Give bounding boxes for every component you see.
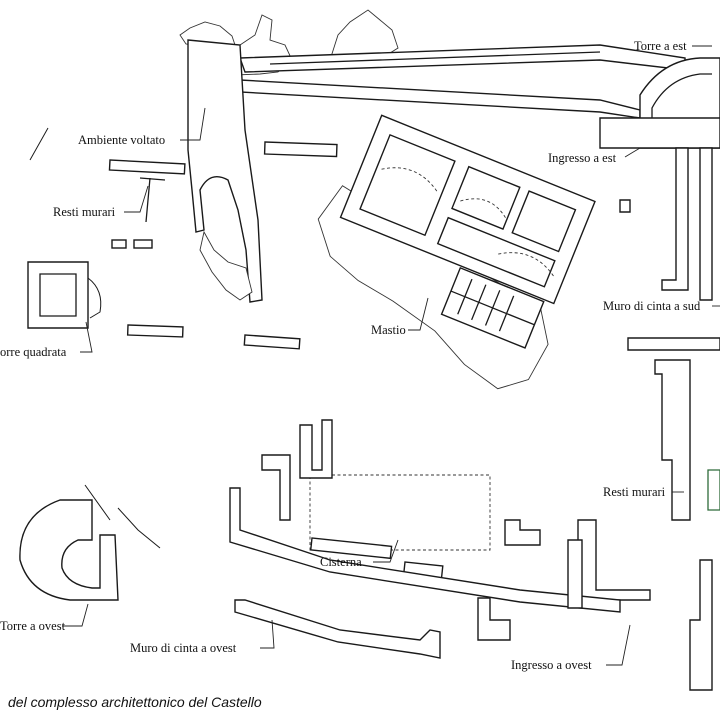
keep-vault-1	[381, 167, 438, 192]
wall-segment-2	[263, 141, 338, 158]
leader-mastio	[408, 297, 429, 331]
south-east-wall-l	[654, 359, 691, 521]
resti-murari-east	[577, 519, 651, 601]
north-wall-inner	[269, 51, 601, 65]
hatch-line-west	[29, 127, 49, 161]
square-tower	[27, 261, 89, 329]
leader-ingresso-est	[624, 147, 641, 158]
label-resti-murari-1: Resti murari	[53, 205, 116, 219]
cistern-outline	[309, 474, 491, 551]
keep-room-1	[359, 133, 456, 237]
resti-murari-wall-1	[139, 177, 166, 223]
wall-segment-6	[133, 239, 153, 249]
keep-vault-2	[460, 198, 508, 220]
south-west-curtain-outer	[234, 599, 441, 659]
square-tower-inner	[39, 273, 77, 317]
east-tower-inner	[651, 73, 712, 140]
north-wall-lower	[239, 79, 641, 119]
label-torre-ovest: Torre a ovest	[0, 619, 66, 633]
east-wall-short	[619, 199, 631, 213]
east-wall-vertical-1	[661, 147, 689, 291]
ingresso-ovest-wall	[567, 539, 583, 609]
keep-room-3	[511, 190, 577, 253]
wall-segment-3	[126, 324, 184, 338]
west-tower-hatch	[84, 484, 161, 549]
leader-cisterna	[373, 539, 399, 563]
wall-segment-5	[111, 239, 127, 249]
west-tower	[19, 499, 119, 601]
east-ruin-green	[707, 469, 720, 511]
label-muro-cinta-ovest: Muro di cinta a ovest	[130, 641, 237, 655]
label-muro-cinta-sud: Muro di cinta a sud	[603, 299, 701, 313]
vaulted-room	[187, 39, 263, 303]
keep-group	[317, 114, 596, 390]
leader-muro-ovest	[260, 619, 275, 649]
keep-annex-grid	[450, 278, 535, 332]
vaulted-room-rubble	[199, 230, 253, 301]
label-torre-quadrata: orre quadrata	[0, 345, 67, 359]
keep-room-2	[451, 165, 521, 230]
south-east-wall-horizontal	[627, 337, 720, 351]
label-resti-murari-2: Resti murari	[603, 485, 666, 499]
label-mastio: Mastio	[371, 323, 406, 337]
leader-ingresso-ovest	[606, 624, 631, 666]
cistern-north-wall	[299, 419, 333, 479]
keep-room-4	[436, 216, 556, 288]
east-wall-vertical-2	[699, 147, 713, 301]
keep-vault-3	[498, 252, 555, 277]
square-tower-apse	[87, 277, 102, 319]
figure-caption: del complesso architettonico del Castell…	[8, 694, 262, 710]
east-ruin-right	[689, 559, 713, 691]
cistern-west-block	[261, 454, 291, 521]
wall-segment-4	[243, 334, 301, 350]
label-ambiente-voltato: Ambiente voltato	[78, 133, 165, 147]
label-ingresso-est: Ingresso a est	[548, 151, 617, 165]
label-ingresso-ovest: Ingresso a ovest	[511, 658, 592, 672]
leader-ambiente-voltato	[180, 107, 206, 141]
leader-torre-ovest	[62, 603, 89, 627]
label-torre-est: Torre a est	[634, 39, 687, 53]
label-cisterna: Cisterna	[320, 555, 362, 569]
east-tower-bar	[599, 117, 720, 149]
leader-torre-quadrata	[80, 321, 93, 353]
north-wall	[239, 44, 686, 73]
south-west-inner-walls	[477, 597, 511, 641]
wall-segment-1	[108, 159, 186, 175]
keep-rock	[317, 185, 549, 390]
leader-resti-murari-1	[124, 185, 149, 213]
cistern-bar-1	[309, 537, 393, 560]
cistern-east-wall	[504, 519, 541, 546]
